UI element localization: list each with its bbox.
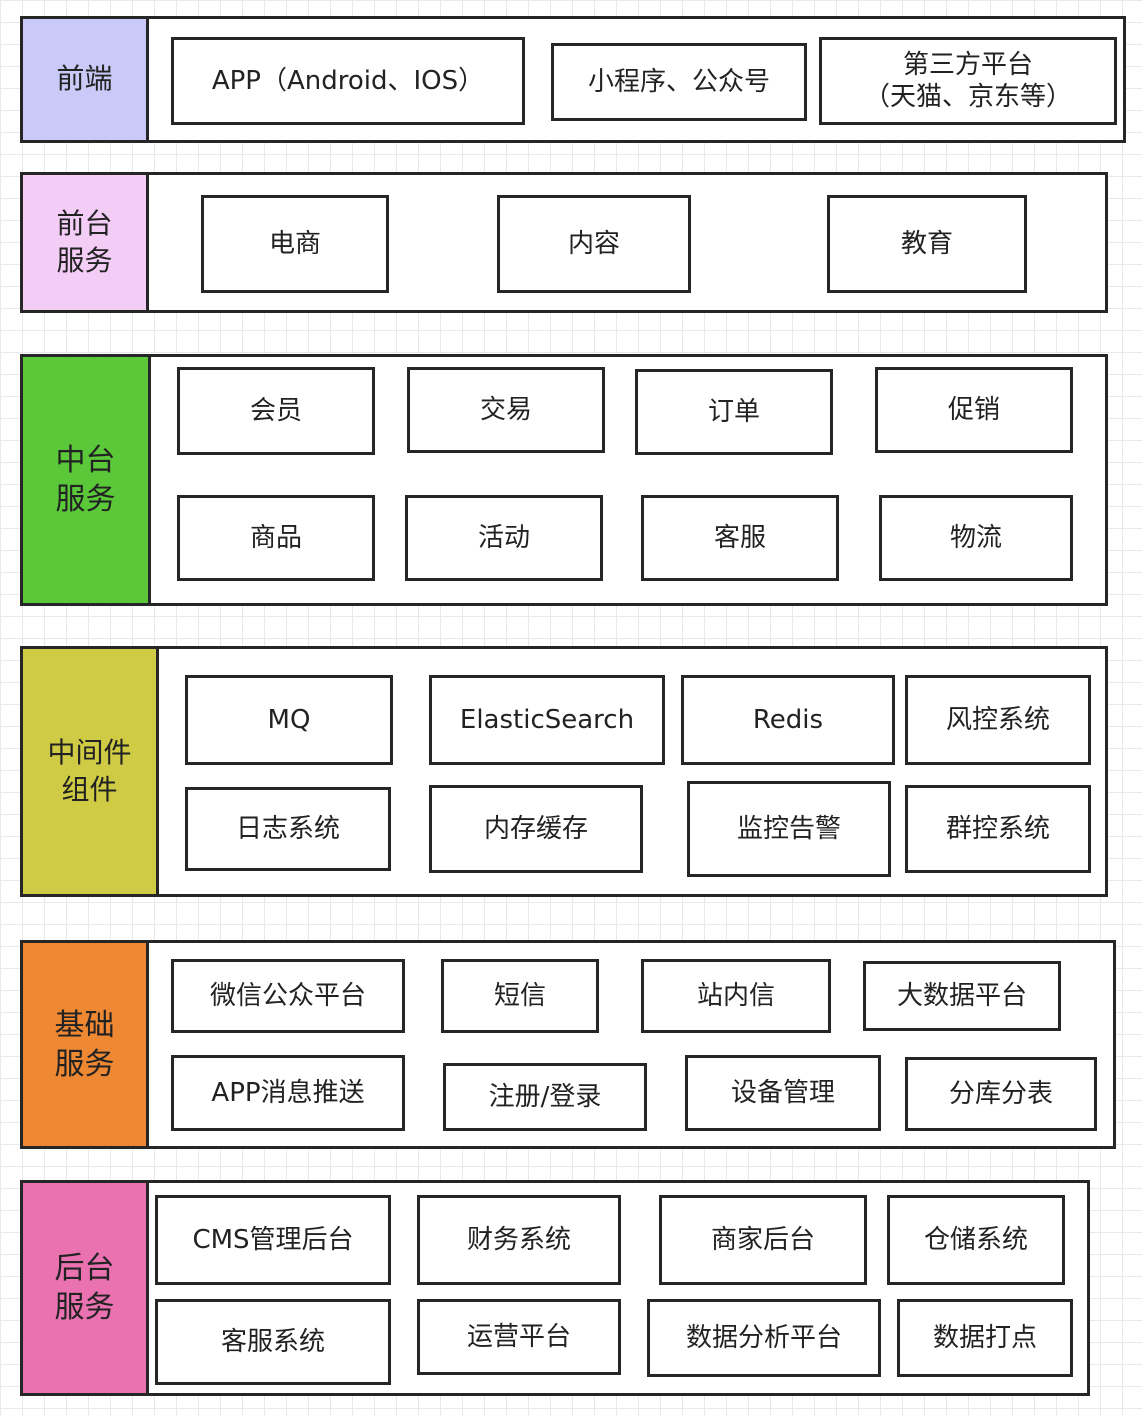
box-mq: MQ <box>185 675 393 765</box>
box-cms-admin: CMS管理后台 <box>155 1195 391 1285</box>
layer-label-front-service: 前台 服务 <box>23 175 149 310</box>
box-sms: 短信 <box>441 959 599 1033</box>
box-logging: 日志系统 <box>185 787 391 871</box>
layer-label-backend-service: 后台 服务 <box>23 1183 149 1393</box>
box-third-party: 第三方平台 （天猫、京东等） <box>819 37 1117 125</box>
box-logistics: 物流 <box>879 495 1073 581</box>
box-trade: 交易 <box>407 367 605 453</box>
box-finance: 财务系统 <box>417 1195 621 1285</box>
box-risk-control: 风控系统 <box>905 675 1091 765</box>
layer-middleware: 中间件 组件 MQ ElasticSearch Redis 风控系统 日志系统 … <box>20 646 1108 897</box>
box-device-management: 设备管理 <box>685 1055 881 1131</box>
layer-backend-service: 后台 服务 CMS管理后台 财务系统 商家后台 仓储系统 客服系统 运营平台 数… <box>20 1180 1090 1396</box>
box-register-login: 注册/登录 <box>443 1063 647 1131</box>
box-mini-program: 小程序、公众号 <box>551 43 807 121</box>
box-operations-platform: 运营平台 <box>417 1299 621 1375</box>
layer-label-base-service: 基础 服务 <box>23 943 149 1146</box>
box-redis: Redis <box>681 675 895 765</box>
layer-frontend: 前端 APP（Android、IOS） 小程序、公众号 第三方平台 （天猫、京东… <box>20 16 1126 143</box>
box-monitoring: 监控告警 <box>687 781 891 877</box>
layer-front-service: 前台 服务 电商 内容 教育 <box>20 172 1108 313</box>
box-sharding: 分库分表 <box>905 1057 1097 1131</box>
box-ecommerce: 电商 <box>201 195 389 293</box>
layer-label-frontend: 前端 <box>23 19 149 140</box>
box-content: 内容 <box>497 195 691 293</box>
box-customer-service: 客服 <box>641 495 839 581</box>
box-activity: 活动 <box>405 495 603 581</box>
layer-label-middleware: 中间件 组件 <box>23 649 159 894</box>
box-order: 订单 <box>635 369 833 455</box>
box-wechat-platform: 微信公众平台 <box>171 959 405 1033</box>
box-site-message: 站内信 <box>641 959 831 1033</box>
layer-middle-service: 中台 服务 会员 交易 订单 促销 商品 活动 客服 物流 <box>20 354 1108 606</box>
box-big-data-platform: 大数据平台 <box>863 961 1061 1031</box>
box-data-tracking: 数据打点 <box>897 1299 1073 1377</box>
box-member: 会员 <box>177 367 375 455</box>
box-customer-service-system: 客服系统 <box>155 1299 391 1385</box>
box-warehouse: 仓储系统 <box>887 1195 1065 1285</box>
box-promotion: 促销 <box>875 367 1073 453</box>
box-data-analysis-platform: 数据分析平台 <box>647 1299 881 1377</box>
box-education: 教育 <box>827 195 1027 293</box>
box-merchant-admin: 商家后台 <box>659 1195 867 1285</box>
layer-label-middle-service: 中台 服务 <box>23 357 151 603</box>
box-app: APP（Android、IOS） <box>171 37 525 125</box>
box-app-push: APP消息推送 <box>171 1055 405 1131</box>
box-product: 商品 <box>177 495 375 581</box>
box-memory-cache: 内存缓存 <box>429 785 643 873</box>
box-group-control: 群控系统 <box>905 785 1091 873</box>
layer-base-service: 基础 服务 微信公众平台 短信 站内信 大数据平台 APP消息推送 注册/登录 … <box>20 940 1116 1149</box>
box-elasticsearch: ElasticSearch <box>429 675 665 765</box>
